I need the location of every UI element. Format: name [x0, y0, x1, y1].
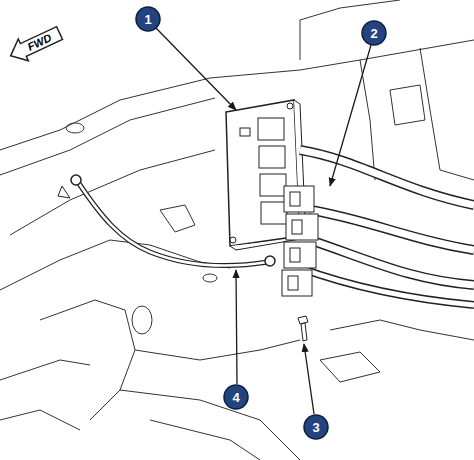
pcm-module: [226, 100, 306, 250]
callout-number: 2: [370, 27, 377, 40]
forward-arrow: [6, 22, 65, 67]
callout-number: 3: [312, 421, 319, 434]
callout-circles: [136, 7, 386, 439]
harness-connectors: [282, 150, 474, 305]
leader-lines: [156, 28, 371, 414]
callout-number: 1: [144, 13, 151, 26]
bolt: [298, 316, 308, 341]
callout-number: 4: [232, 391, 239, 404]
